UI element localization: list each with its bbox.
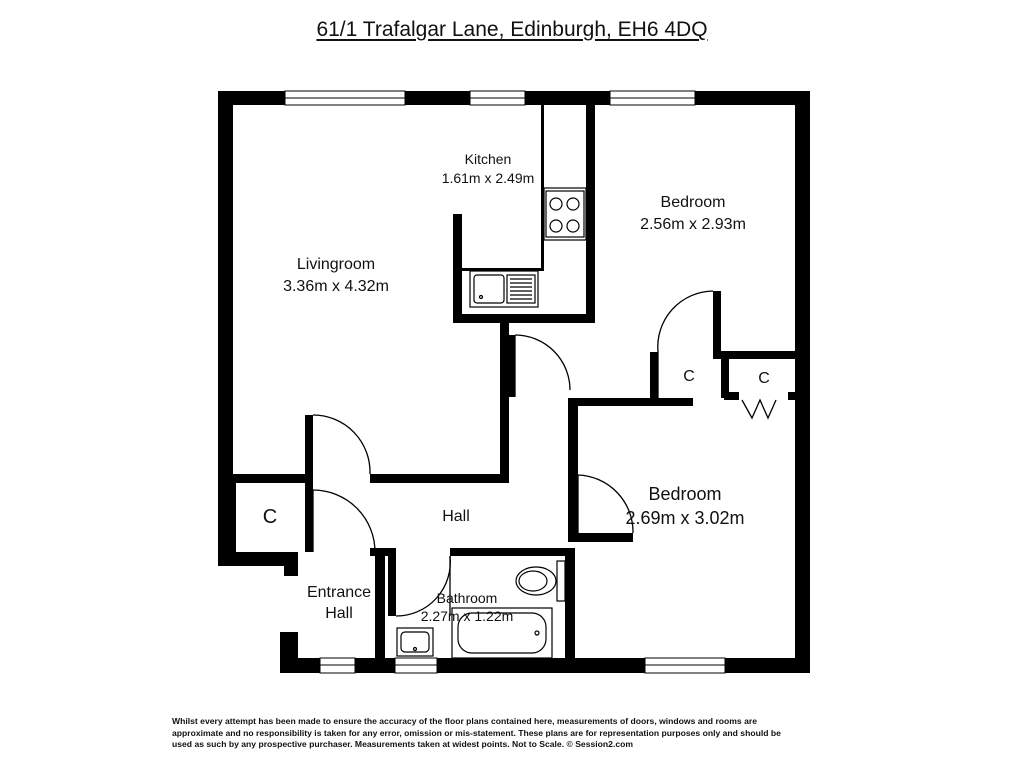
bath-icon: [451, 607, 553, 659]
disclaimer-text: Whilst every attempt has been made to en…: [172, 716, 781, 749]
cupboard-label-bedroom1: C: [683, 368, 695, 385]
door-kitchen-hall: [514, 334, 571, 391]
door-bedroom2: [577, 474, 634, 534]
door-entrance: [312, 489, 376, 553]
entrance-hall-label-line2: Hall: [325, 605, 353, 622]
room-labels: Kitchen 1.61m x 2.49m Bedroom 2.56m x 2.…: [263, 151, 770, 624]
interior-walls: [233, 105, 795, 658]
bedroom1-size: 2.56m x 2.93m: [640, 216, 746, 233]
doors: [312, 290, 777, 617]
hob-icon: [543, 187, 587, 241]
hall-label: Hall: [442, 508, 470, 525]
livingroom-size: 3.36m x 4.32m: [283, 278, 389, 295]
bedroom2-label: Bedroom: [648, 484, 721, 504]
door-cupboard-bifold: [741, 398, 777, 420]
bedroom1-label: Bedroom: [661, 194, 726, 211]
toilet-icon: [515, 560, 566, 602]
bedroom2-size: 2.69m x 3.02m: [625, 508, 744, 528]
basin-icon: [396, 627, 434, 657]
kitchen-size: 1.61m x 2.49m: [442, 170, 535, 186]
livingroom-label: Livingroom: [297, 256, 375, 273]
entrance-hall-label-line1: Entrance: [307, 584, 371, 601]
kitchen-sink-icon: [469, 270, 539, 308]
cupboard-label-bedroom2: C: [758, 370, 770, 387]
bathroom-size: 2.27m x 1.22m: [421, 608, 514, 624]
windows: [284, 90, 726, 674]
door-bedroom1: [657, 290, 714, 353]
kitchen-label: Kitchen: [465, 151, 512, 167]
bathroom-label: Bathroom: [437, 590, 498, 606]
door-livingroom: [312, 414, 371, 475]
cupboard-label-front: C: [263, 506, 277, 528]
address-title: 61/1 Trafalgar Lane, Edinburgh, EH6 4DQ: [316, 18, 708, 41]
door-bathroom: [395, 555, 451, 617]
